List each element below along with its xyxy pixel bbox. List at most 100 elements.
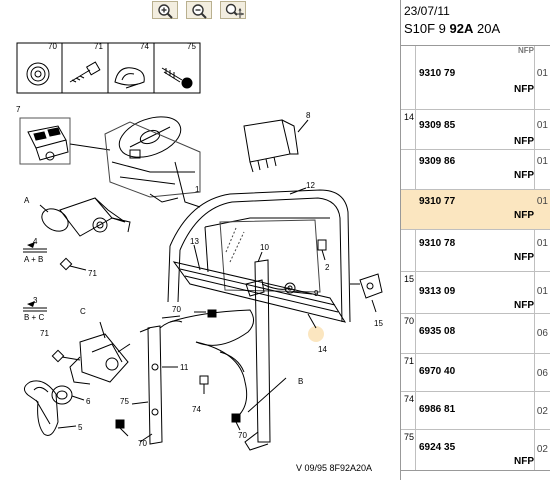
- part-reference: 9310 79: [419, 68, 456, 79]
- callout-71: 71: [94, 42, 103, 51]
- callout-13: 13: [190, 237, 199, 246]
- part-quantity: 01: [536, 238, 548, 249]
- regulator-rail-11-icon: [139, 325, 163, 445]
- parts-row[interactable]: 14 9309 85 NFP 01: [401, 110, 550, 150]
- callout-b: B: [298, 377, 303, 386]
- nfp-label: NFP: [514, 252, 534, 263]
- nfp-label: NFP: [514, 170, 534, 181]
- diagram-reference: V 09/95 8F92A20A: [296, 463, 373, 473]
- window-handle-icon: [24, 380, 59, 436]
- callout-70-b: 70: [172, 305, 181, 314]
- callout-c: C: [80, 307, 86, 316]
- dashboard-icon: [104, 116, 201, 208]
- parts-row[interactable]: 74 6986 81 02: [401, 392, 550, 430]
- table-bottom-border: [401, 470, 550, 471]
- part-quantity: 02: [536, 406, 548, 417]
- callout-71-b: 71: [88, 269, 97, 278]
- callout-10: 10: [260, 243, 269, 252]
- callout-74: 74: [140, 42, 149, 51]
- callout-12: 12: [306, 181, 315, 190]
- window-crank-motor-icon: [69, 321, 131, 385]
- nfp-label: NFP: [518, 46, 534, 55]
- parts-row[interactable]: 75 6924 35 NFP 02: [401, 430, 550, 470]
- regulator-rail-icon: [244, 251, 296, 451]
- parts-row-selected[interactable]: 9310 77 NFP 01: [401, 190, 550, 230]
- column-divider: [534, 46, 535, 471]
- clip-icon: [114, 67, 145, 89]
- catalogue-date: 23/07/11: [404, 4, 450, 18]
- part-quantity: 01: [536, 286, 548, 297]
- callout-70: 70: [48, 42, 57, 51]
- callout-4: 4: [33, 237, 38, 246]
- nfp-label: NFP: [514, 300, 534, 311]
- callout-74-b: 74: [192, 405, 201, 414]
- column-divider: [415, 46, 416, 471]
- nfp-label: NFP: [514, 456, 534, 467]
- bracket-icon: [350, 273, 383, 299]
- part-reference: 6986 81: [419, 404, 456, 415]
- window-glass-icon: [219, 219, 321, 293]
- zoom-in-icon: [158, 4, 173, 19]
- part-reference: 6924 35: [419, 442, 456, 453]
- part-reference: 9310 77: [419, 196, 456, 207]
- parts-row[interactable]: 70 6935 08 06: [401, 314, 550, 354]
- callout-3: 3: [33, 296, 38, 305]
- item-number: 75: [404, 432, 415, 442]
- callout-5: 5: [78, 423, 83, 432]
- parts-row[interactable]: NFP 9310 79 NFP 01: [401, 46, 550, 110]
- part-quantity: 01: [536, 120, 548, 131]
- part-quantity: 01: [536, 156, 548, 167]
- nfp-label: NFP: [514, 84, 534, 95]
- screw-icon: [69, 61, 101, 83]
- callout-70-d: 70: [238, 431, 247, 440]
- part-reference: 9310 78: [419, 238, 456, 249]
- callout-9: 9: [314, 289, 319, 298]
- part-quantity: 06: [536, 328, 548, 339]
- parts-row[interactable]: 9310 78 NFP 01: [401, 230, 550, 272]
- switch-inset: [19, 117, 71, 165]
- zoom-move-icon: [225, 3, 244, 18]
- self-tap-screw-icon: [161, 67, 193, 89]
- zoom-out-icon: [192, 4, 207, 19]
- washer-icon: [51, 385, 73, 405]
- parts-row[interactable]: 15 9313 09 NFP 01: [401, 272, 550, 314]
- callout-75: 75: [187, 42, 196, 51]
- item-number: 15: [404, 274, 415, 284]
- exploded-parts-diagram: 70 71 74 75 7 8 1 12 13 10 2 9 15 14 A 4…: [16, 42, 383, 451]
- parts-table[interactable]: NFP 9310 79 NFP 01 14 9309 85 NFP 01 930…: [401, 45, 550, 471]
- parts-list-panel: 23/07/11 S10F 9 92A 20A NFP 9310 79 NFP …: [400, 0, 550, 480]
- part-quantity: 02: [536, 444, 548, 455]
- plate-code-bold: 92A: [449, 21, 474, 36]
- item-number: 71: [404, 356, 415, 366]
- parts-row[interactable]: 9309 86 NFP 01: [401, 150, 550, 190]
- part-box-75: [153, 42, 201, 94]
- clip-2-icon: [317, 239, 327, 251]
- callout-70-c: 70: [138, 439, 147, 448]
- part-reference: 9309 85: [419, 120, 456, 131]
- callout-8: 8: [306, 111, 311, 120]
- item-number: 74: [404, 394, 415, 404]
- callout-75-b: 75: [120, 397, 129, 406]
- highlight-marker: [308, 326, 324, 342]
- callout-14: 14: [318, 345, 327, 354]
- zoom-toolbar: [0, 0, 400, 22]
- window-switch-icon: [27, 125, 69, 161]
- parts-row[interactable]: 71 6970 40 06: [401, 354, 550, 392]
- cable-assembly-icon: [159, 309, 254, 415]
- callout-7: 7: [16, 105, 21, 114]
- callout-15: 15: [374, 319, 383, 328]
- part-quantity: 01: [536, 196, 548, 207]
- callout-6: 6: [86, 397, 91, 406]
- zoom-move-button[interactable]: [220, 1, 246, 19]
- item-number: 70: [404, 316, 415, 326]
- zoom-out-button[interactable]: [186, 1, 212, 19]
- part-quantity: 06: [536, 368, 548, 379]
- part-reference: 6970 40: [419, 366, 456, 377]
- plate-code-prefix: S10F 9: [404, 21, 450, 36]
- weatherstrip-icon: [172, 261, 347, 323]
- item-number: 14: [404, 112, 415, 122]
- part-quantity: 01: [536, 68, 548, 79]
- plate-code: S10F 9 92A 20A: [404, 21, 500, 36]
- zoom-in-button[interactable]: [152, 1, 178, 19]
- nut-icon: [26, 62, 50, 86]
